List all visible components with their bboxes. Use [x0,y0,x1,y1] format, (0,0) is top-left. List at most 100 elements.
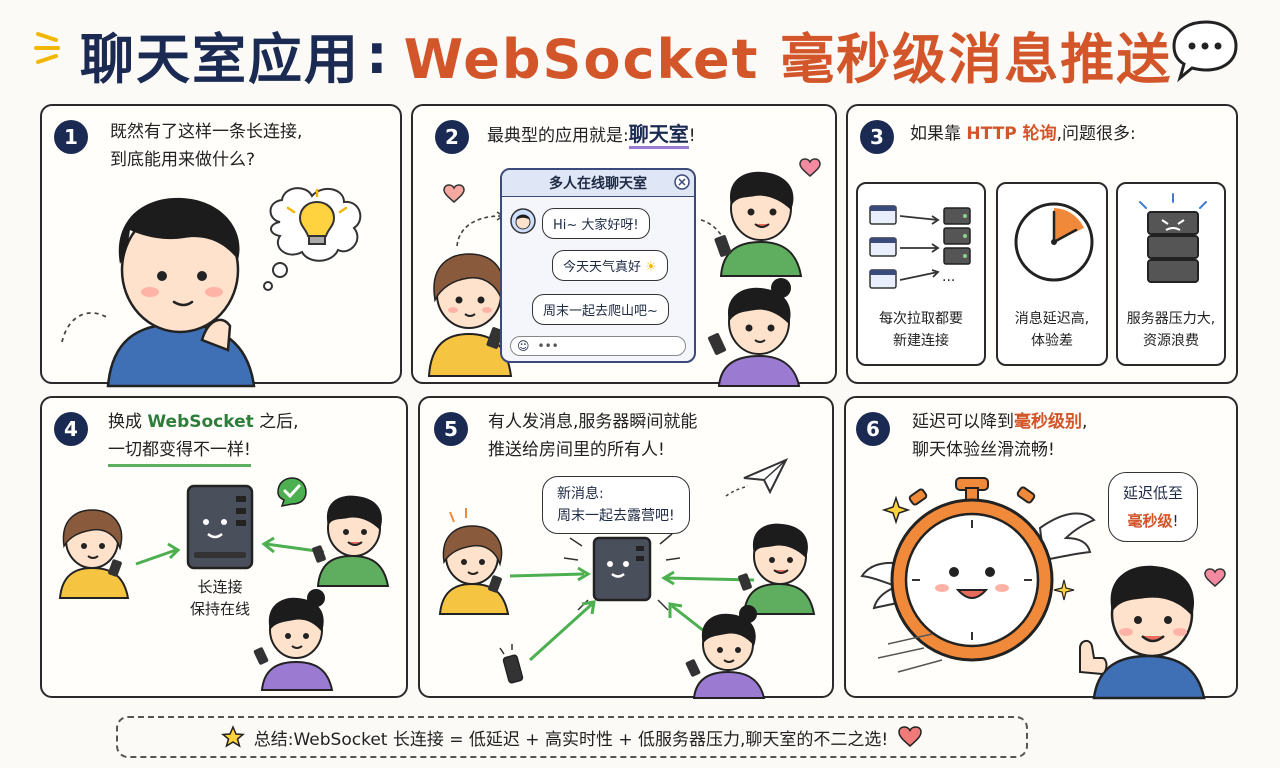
server-icon [1138,193,1208,298]
panel-2-highlight: 聊天室 [628,122,689,149]
girl-bun-with-phone [707,274,803,390]
panel-1-text: 既然有了这样一条长连接, 到底能用来做什么? [110,118,302,174]
problem-card-2: 消息延迟高, 体验差 [996,182,1108,366]
panel-1: 1 既然有了这样一条长连接, 到底能用来做什么? [40,104,402,388]
latency-bubble-line1: 延迟低至 [1123,484,1184,502]
new-message-bubble: 新消息: 周末一起去露营吧! [542,476,690,534]
panel-6-text: 延迟可以降到毫秒级别, 聊天体验丝滑流畅! [912,408,1087,464]
caption-line: 体验差 [1031,333,1073,349]
summary-text: 总结:WebSocket 长连接 = 低延迟 + 高实时性 + 低服务器压力,聊… [253,729,889,750]
page-title: 聊天室应用 : WebSocket 毫秒级消息推送 [80,14,1172,94]
panel-4-prefix: 换成 [108,412,148,432]
step-number: 6 [856,412,890,446]
panel-4-highlight: WebSocket [147,412,254,432]
girl-bun-with-phone [685,602,768,702]
chat-window-title: 多人在线聊天室 [502,170,694,197]
title-colon: : [366,22,390,86]
problem-card-3-caption: 服务器压力大, 资源浪费 [1118,308,1224,352]
panel-2-prefix: 最典型的应用就是: [487,126,629,146]
panel-6-line2: 聊天体验丝滑流畅! [912,440,1055,460]
girl-with-phone [436,508,512,618]
panel-3-prefix: 如果靠 [910,124,967,144]
panel-3: 3 如果靠 HTTP 轮询,问题很多: ... 每次拉取都要 新建连接 [846,104,1238,384]
boy-with-phone [312,490,392,590]
step-number: 2 [435,120,469,154]
caption-line: 消息延迟高, [1014,311,1090,327]
panel-4-suffix: 之后, [253,412,299,432]
chat-window: 多人在线聊天室 Hi~ 大家好呀! 今天天气真好 ☀ 周末一起去爬山吧~ ☺ •… [500,168,696,363]
summary-bar: 总结:WebSocket 长连接 = 低延迟 + 高实时性 + 低服务器压力,聊… [116,716,1028,758]
heart-icon [898,726,922,748]
panel-5-line1: 有人发消息,服务器瞬间就能 [488,412,698,432]
signal-burst [560,518,690,632]
caption-line: 新建连接 [893,333,949,349]
step-number: 1 [54,120,88,154]
new-message-text: 周末一起去露营吧! [557,508,675,524]
step-number: 3 [860,120,894,154]
dashed-arrow-left [453,210,505,254]
panel-6-suffix: , [1082,412,1088,432]
check-icon [274,476,310,512]
spark-lines-icon [34,28,68,72]
sparkle-icon [881,495,911,528]
problem-card-1: ... 每次拉取都要 新建连接 [856,182,986,366]
panel-3-highlight: HTTP 轮询 [966,124,1057,144]
panel-5-line2: 推送给房间里的所有人! [488,440,665,460]
panel-5: 5 有人发消息,服务器瞬间就能 推送给房间里的所有人! 新消息: 周末一起去露营… [418,396,834,699]
caption-line: 资源浪费 [1143,333,1199,349]
browser-window-icon [868,204,978,298]
title-main: 聊天室应用 [80,27,360,91]
girl-with-phone [425,240,515,380]
avatar [510,208,536,238]
server-icon [184,482,256,576]
panel-2-suffix: ! [688,126,696,146]
panel-4: 4 换成 WebSocket 之后, 一切都变得不一样! 长连接 保持在线 [40,396,408,698]
panel-6: 6 延迟可以降到毫秒级别, 聊天体验丝滑流畅! 延迟低至 毫秒级! [844,396,1238,700]
problem-card-1-caption: 每次拉取都要 新建连接 [858,308,984,352]
boy-with-phone [714,166,805,280]
chat-message-text: 今天天气真好 [563,260,642,275]
panel-4-text: 换成 WebSocket 之后, 一切都变得不一样! [108,408,299,467]
ellipsis: ... [942,269,956,285]
boy-thumbs-up [1079,562,1212,702]
caption-line: 保持在线 [189,600,250,618]
panel-3-suffix: ,问题很多: [1056,124,1136,144]
panel-1-line1: 既然有了这样一条长连接, [110,122,303,142]
sparkle-icon-small [1052,578,1076,606]
latency-bubble-highlight: 毫秒级 [1127,512,1173,530]
boy-with-phone [738,518,818,618]
star-icon [220,725,245,748]
clock-icon [1012,200,1096,288]
panel-1-line2: 到底能用来做什么? [110,150,256,170]
step-number: 4 [54,412,88,446]
chat-message-text: Hi~ 大家好呀! [553,218,639,233]
chat-message: 周末一起去爬山吧~ [532,294,669,325]
girl-bun-with-phone [253,586,336,694]
paper-plane-icon [725,456,790,500]
chat-message-text: 周末一起去爬山吧~ [543,304,658,319]
heart-icon [1204,568,1226,592]
chat-message: 今天天气真好 ☀ [552,250,668,281]
latency-bubble-suffix: ! [1172,512,1179,530]
caption-line: 服务器压力大, [1126,311,1216,327]
panel-6-prefix: 延迟可以降到 [912,412,1014,432]
new-message-label: 新消息: [557,486,604,502]
step-number: 5 [434,412,468,446]
phone-icon [499,644,530,692]
close-icon[interactable] [674,174,690,194]
panel-5-text: 有人发消息,服务器瞬间就能 推送给房间里的所有人! [488,408,697,464]
girl-with-phone [56,502,132,602]
panel-3-text: 如果靠 HTTP 轮询,问题很多: [910,120,1136,148]
chat-input[interactable]: ☺ ••• [510,336,686,356]
panel-6-highlight: 毫秒级别 [1014,412,1082,432]
emoji-icon[interactable]: ☺ [517,339,530,353]
stopwatch-icon [858,468,1098,682]
server-caption: 长连接 保持在线 [162,576,278,620]
typing-dots: ••• [537,339,559,353]
panel-4-line2: 一切都变得不一样! [108,436,251,467]
title-highlight: WebSocket 毫秒级消息推送 [403,27,1173,91]
caption-line: 长连接 [197,578,243,596]
dashed-arrow-right [699,218,727,246]
chat-message: Hi~ 大家好呀! [542,208,650,239]
problem-card-2-caption: 消息延迟高, 体验差 [998,308,1106,352]
